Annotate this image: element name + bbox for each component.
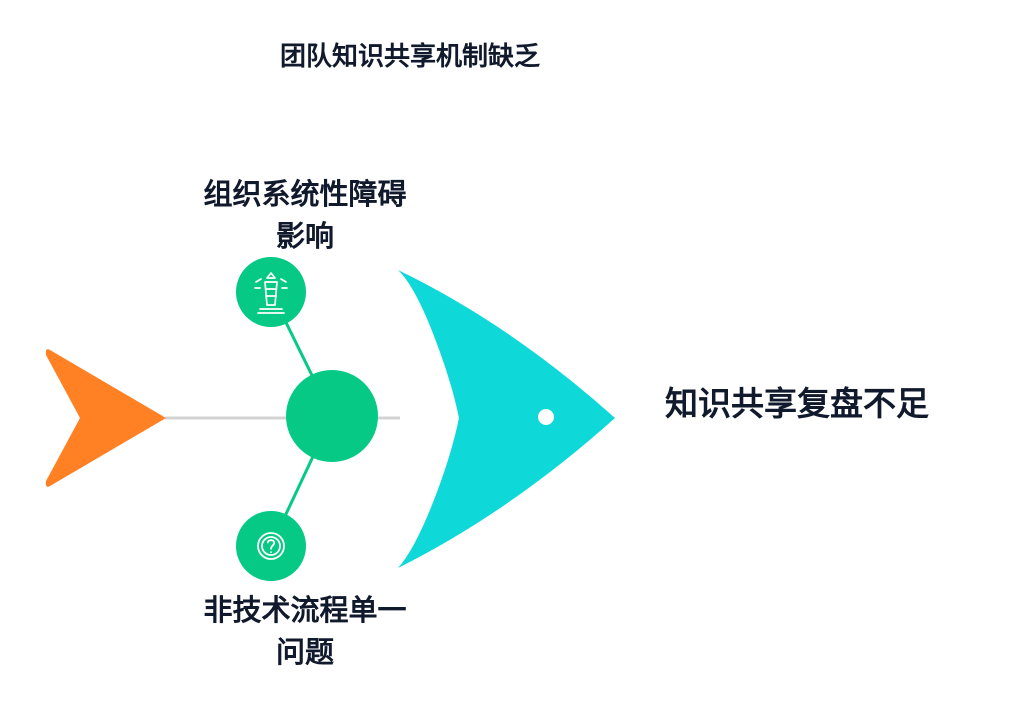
fish-head <box>398 270 615 568</box>
effect-label: 知识共享复盘不足 <box>665 384 929 423</box>
top-cause-node <box>236 257 306 327</box>
central-node <box>286 370 378 462</box>
question-icon <box>257 532 285 560</box>
fish-tail <box>45 349 167 487</box>
top-cause-label: 组织系统性障碍 影响 <box>155 173 455 257</box>
diagram-title: 团队知识共享机制缺乏 <box>279 42 540 72</box>
bottom-cause-label: 非技术流程单一 问题 <box>155 589 455 673</box>
bottom-cause-line-2: 问题 <box>275 635 334 670</box>
top-cause-line-1: 组织系统性障碍 <box>203 177 407 211</box>
lighthouse-icon <box>254 272 288 314</box>
top-cause-line-2: 影响 <box>275 219 334 254</box>
bottom-cause-line-1: 非技术流程单一 <box>203 593 407 627</box>
bottom-cause-node <box>236 511 306 581</box>
fish-eye <box>538 409 554 425</box>
